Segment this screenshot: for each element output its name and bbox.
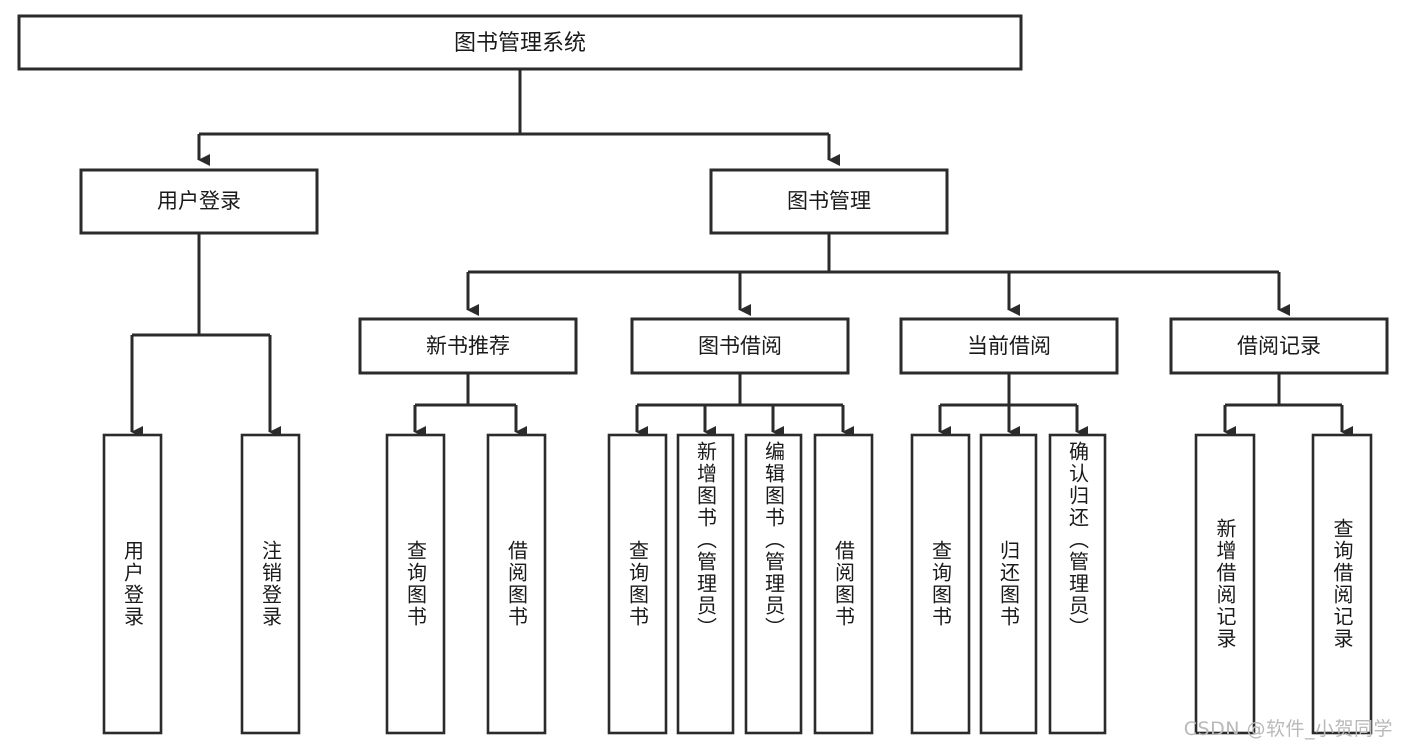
leaf-box-book-borrow-1[interactable]: [607, 433, 668, 735]
csdn-watermark: CSDN @软件_小贺同学: [1183, 718, 1393, 740]
node-new-book-box[interactable]: [358, 317, 578, 375]
leaf-box-new-book-1[interactable]: [385, 433, 446, 735]
node-new-book-label: 新书推荐: [426, 334, 510, 358]
node-borrow-record-label: 借阅记录: [1237, 334, 1321, 358]
node-book-borrow-box[interactable]: [630, 317, 850, 375]
leaf-box-borrow-record-1[interactable]: [1194, 433, 1256, 735]
leaf-box-book-borrow-3[interactable]: [744, 433, 803, 735]
node-root-label: 图书管理系统: [454, 31, 586, 56]
leaf-box-current-borrow-1[interactable]: [910, 433, 971, 735]
node-book-manage-box[interactable]: [709, 168, 949, 235]
node-book-borrow-label: 图书借阅: [698, 334, 782, 358]
leaf-box-new-book-2[interactable]: [486, 433, 547, 735]
node-root-box[interactable]: [17, 14, 1023, 71]
leaf-box-book-borrow-2[interactable]: [676, 433, 735, 735]
leaf-box-user-login-2[interactable]: [240, 433, 301, 735]
node-borrow-record-box[interactable]: [1169, 317, 1389, 375]
leaf-box-current-borrow-2[interactable]: [979, 433, 1038, 735]
node-user-login-label: 用户登录: [157, 189, 241, 213]
leaf-box-borrow-record-2[interactable]: [1311, 433, 1373, 735]
node-current-borrow-box[interactable]: [899, 317, 1119, 375]
leaf-box-book-borrow-4[interactable]: [813, 433, 874, 735]
leaf-box-current-borrow-3[interactable]: [1048, 433, 1107, 735]
node-current-borrow-label: 当前借阅: [967, 334, 1051, 358]
leaf-box-user-login-1[interactable]: [102, 433, 163, 735]
node-book-manage-label: 图书管理: [787, 189, 871, 213]
